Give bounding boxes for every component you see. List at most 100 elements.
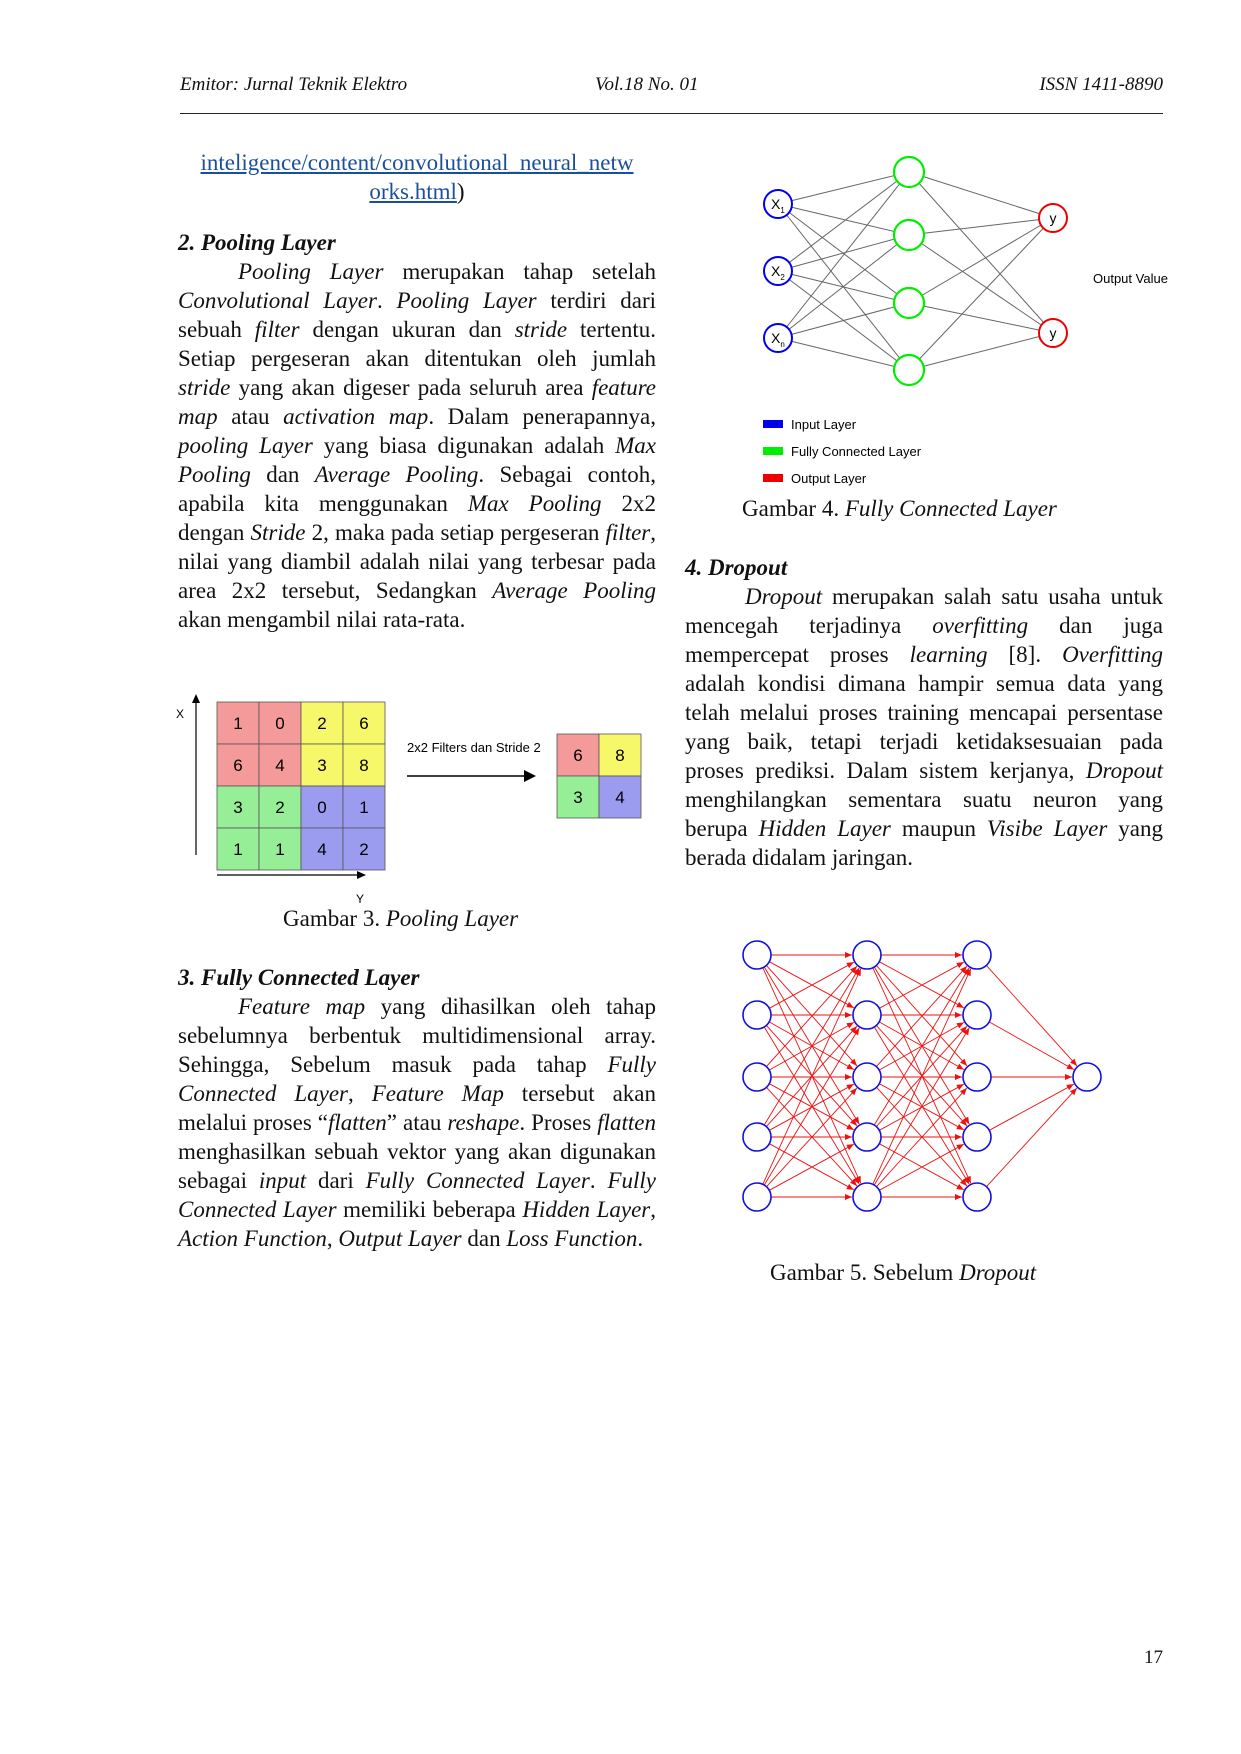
- dropout-edge: [989, 1083, 1075, 1131]
- section-heading-pooling: 2. Pooling Layer: [178, 230, 336, 255]
- dropout-edge-arrow: [955, 1012, 962, 1018]
- grid-cell-value: 1: [275, 840, 284, 859]
- dropout-connections: [762, 952, 1078, 1200]
- fc-edge: [908, 217, 1054, 371]
- dropout-edge-arrow: [955, 952, 962, 958]
- dropout-edge-arrow: [955, 1134, 962, 1140]
- dropout-edge-arrow: [956, 1022, 964, 1029]
- grid-cell: [300, 701, 344, 745]
- dropout-edge: [769, 1143, 855, 1191]
- input-node-label: X1: [771, 196, 785, 215]
- dropout-nodes: [742, 940, 1102, 1212]
- grid-cell: [258, 701, 302, 745]
- grid-cell-value: 1: [233, 714, 242, 733]
- grid-cell: [342, 701, 386, 745]
- dropout-edge: [872, 968, 972, 1185]
- dropout-edge-arrow: [1069, 1088, 1077, 1096]
- section-heading-fully-connected: 3. Fully Connected Layer: [178, 965, 420, 990]
- dropout-node: [962, 940, 992, 970]
- dropout-node: [852, 940, 882, 970]
- output-node: [1038, 318, 1068, 348]
- input-node: [763, 256, 793, 286]
- fc-edge: [908, 302, 1054, 334]
- arrow-label: 2x2 Filters dan Stride 2: [407, 740, 541, 755]
- dropout-node: [742, 1122, 772, 1152]
- dropout-edge-arrow: [959, 1088, 967, 1096]
- grid-cell: [342, 827, 386, 871]
- dropout-edge-arrow: [956, 1084, 964, 1091]
- legend-label: Fully Connected Layer: [791, 444, 922, 459]
- dropout-edge-arrow: [845, 1012, 852, 1018]
- dropout-node: [852, 1122, 882, 1152]
- dropout-edge-arrow: [845, 1194, 852, 1200]
- grid-cell-value: 6: [359, 714, 368, 733]
- dropout-edge: [763, 967, 860, 1126]
- dropout-node: [962, 1122, 992, 1152]
- fc-edge: [777, 302, 910, 339]
- dropout-edge: [876, 965, 968, 1067]
- dropout-edge-arrow: [853, 1027, 860, 1036]
- output-value-label: Output Value: [1093, 271, 1168, 286]
- dropout-edge-arrow: [959, 1178, 967, 1186]
- pooled-cell: [556, 775, 600, 819]
- dropout-edge-arrow: [853, 1176, 860, 1185]
- grid-cell: [342, 785, 386, 829]
- hidden-node: [892, 155, 926, 189]
- fc-edge: [777, 234, 910, 339]
- input-node: [763, 189, 793, 219]
- dropout-node: [742, 940, 772, 970]
- dropout-edge-arrow: [846, 1063, 854, 1070]
- grid-cell-value: 4: [317, 840, 326, 859]
- fc-edge: [908, 217, 1054, 304]
- grid-cell: [300, 785, 344, 829]
- dropout-edge-arrow: [960, 1026, 967, 1034]
- pooled-cell: [598, 733, 642, 777]
- dropout-edge-arrow: [956, 1144, 964, 1151]
- fc-edge: [777, 203, 910, 236]
- filter-arrow-head: [524, 770, 536, 782]
- grid-cell-value: 1: [233, 840, 242, 859]
- hidden-node: [892, 353, 926, 387]
- dropout-edge-arrow: [956, 1001, 964, 1008]
- dropout-edge: [879, 961, 965, 1009]
- grid-cell-value: 4: [275, 756, 284, 775]
- dropout-node: [962, 1062, 992, 1092]
- dropout-edge: [876, 1025, 968, 1127]
- dropout-edge-arrow: [846, 1144, 854, 1151]
- grid-cell-value: 8: [359, 756, 368, 775]
- dropout-edge: [766, 965, 858, 1067]
- dropout-edge-arrow: [963, 1027, 970, 1036]
- dropout-edge-arrow: [960, 966, 967, 974]
- dropout-edge-arrow: [956, 962, 964, 969]
- grid-cell-value: 0: [275, 714, 284, 733]
- pooled-cell: [598, 775, 642, 819]
- grid-cell-value: 1: [359, 798, 368, 817]
- output-node-label: y: [1050, 325, 1057, 341]
- pooled-cell-value: 3: [573, 788, 582, 807]
- dropout-edge: [873, 1027, 970, 1186]
- pooled-cell: [556, 733, 600, 777]
- dropout-edge-arrow: [850, 1118, 857, 1126]
- issn: ISSN 1411-8890: [1039, 74, 1163, 95]
- dropout-edge-arrow: [849, 1088, 857, 1096]
- paragraph-fully-connected: Feature map yang dihasilkan oleh tahap s…: [178, 994, 657, 1251]
- dropout-edge-arrow: [846, 1001, 854, 1008]
- right-column-text: 4. Dropout Dropout merupakan salah satu …: [685, 553, 1163, 872]
- dropout-edge: [988, 1021, 1075, 1071]
- figure4-caption: Gambar 4. Fully Connected Layer: [742, 496, 1057, 521]
- dropout-edge-arrow: [955, 1194, 962, 1200]
- fc-edge: [908, 234, 1054, 334]
- paragraph-dropout: Dropout merupakan salah satu usaha untuk…: [685, 584, 1163, 870]
- dropout-edge: [766, 1025, 858, 1127]
- dropout-node: [962, 1000, 992, 1030]
- fc-edge: [777, 171, 910, 205]
- fc-edge: [777, 171, 910, 339]
- grid-cell-value: 2: [317, 714, 326, 733]
- dropout-edge-arrow: [850, 1058, 857, 1066]
- dropout-edge-arrow: [846, 1183, 854, 1190]
- reference-link[interactable]: inteligence/content/convolutional_neural…: [200, 150, 634, 204]
- page-number: 17: [1144, 1647, 1163, 1668]
